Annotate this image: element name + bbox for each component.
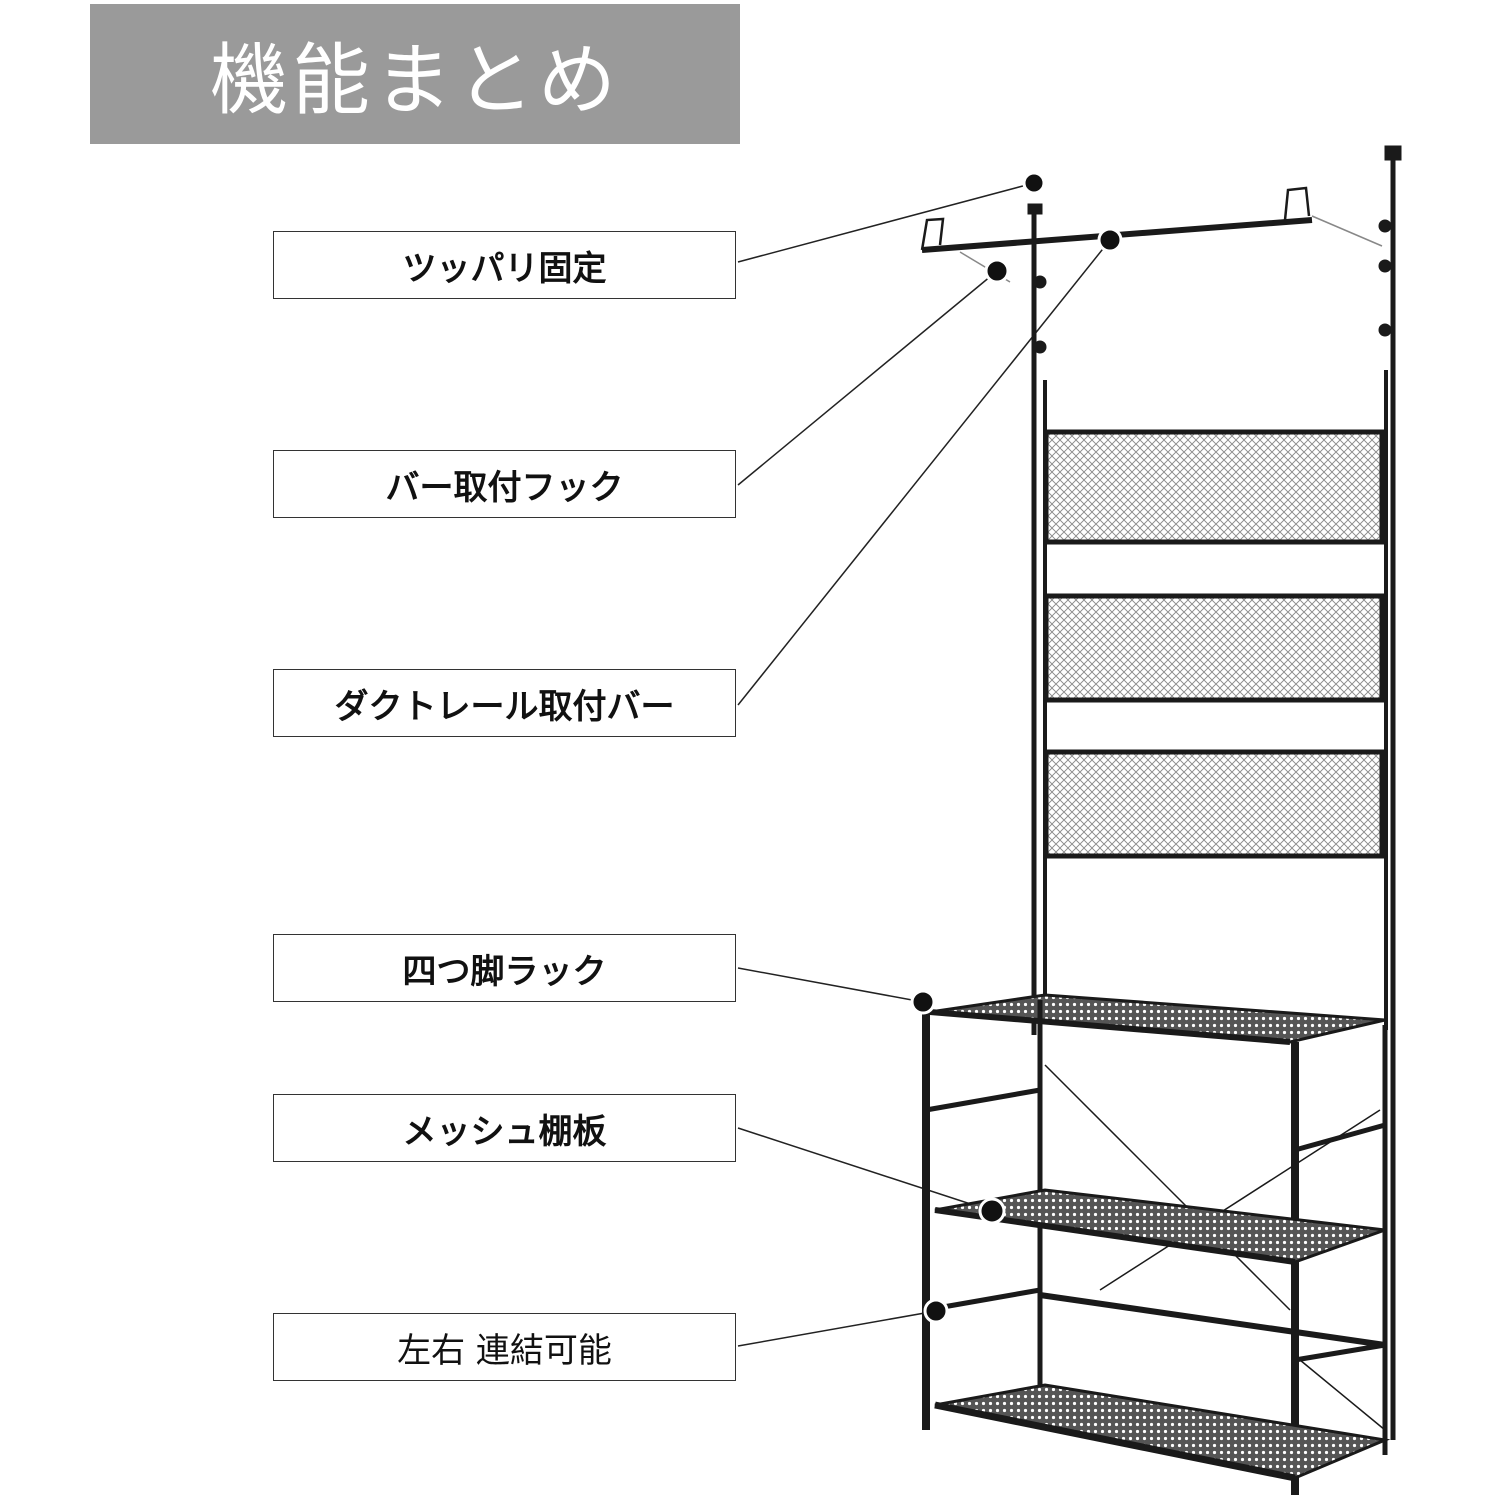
left-pole xyxy=(1027,203,1047,1035)
page-title: 機能まとめ xyxy=(209,36,620,126)
four-leg-rack xyxy=(922,993,1391,1495)
label-text: メッシュ棚板 xyxy=(402,1111,607,1152)
label-text: 四つ脚ラック xyxy=(402,951,607,992)
callout-dots xyxy=(910,171,1123,1324)
title-banner: 機能まとめ xyxy=(90,4,740,144)
label-text: ツッパリ固定 xyxy=(402,248,607,289)
label-bar-hook: バー取付フック xyxy=(273,450,736,518)
label-connectable: 左右 連結可能 xyxy=(273,1313,736,1381)
leader-lines xyxy=(737,182,1111,1347)
label-text: ダクトレール取付バー xyxy=(334,686,675,727)
label-mesh-shelf: メッシュ棚板 xyxy=(273,1094,736,1162)
label-text: 左右 連結可能 xyxy=(397,1330,612,1371)
label-duct-rail-bar: ダクトレール取付バー xyxy=(273,669,736,737)
label-four-leg-rack: 四つ脚ラック xyxy=(273,934,736,1002)
label-tension-fixing: ツッパリ固定 xyxy=(273,231,736,299)
mesh-panels xyxy=(1043,429,1385,859)
label-text: バー取付フック xyxy=(385,467,624,508)
